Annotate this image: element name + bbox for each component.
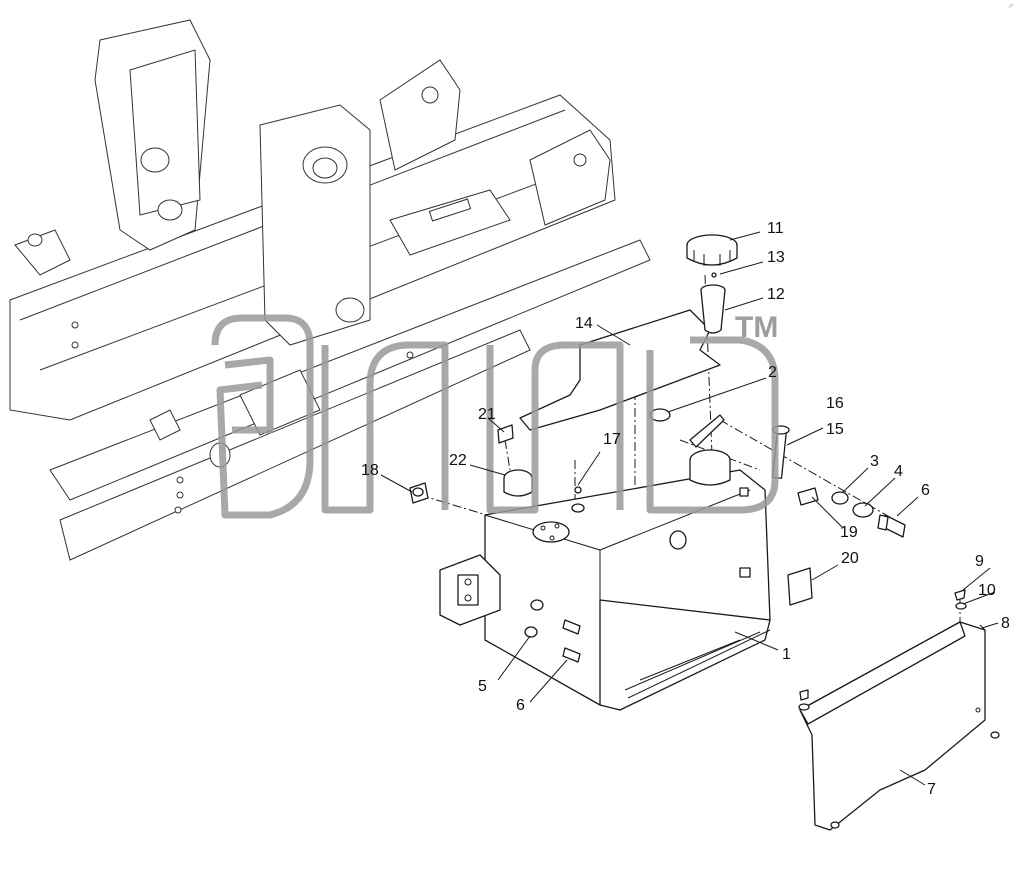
part-4-washer — [852, 502, 874, 518]
part-17-washer — [571, 503, 585, 513]
machine-frame — [9, 19, 651, 561]
callout-12: 12 — [767, 286, 785, 303]
callout-6-upper: 6 — [921, 482, 930, 499]
corner-mark: -/^ — [1008, 4, 1014, 10]
callout-10: 10 — [978, 582, 996, 599]
part-20-label — [787, 567, 813, 606]
part-5-washer-lower — [524, 626, 538, 638]
watermark: TM — [211, 311, 779, 519]
part-19-label — [797, 487, 819, 506]
callout-5: 5 — [478, 678, 487, 695]
callout-4: 4 — [894, 463, 903, 480]
part-12-filler-neck — [700, 284, 726, 334]
callout-22: 22 — [449, 452, 467, 469]
callout-17: 17 — [603, 431, 621, 448]
part-9-10-hardware — [798, 589, 1000, 829]
part-17-fitting — [574, 486, 582, 494]
part-3-washer — [831, 491, 849, 505]
part-1-fuel-tank — [439, 449, 771, 711]
part-7-guard-plate — [799, 621, 986, 831]
callout-6-lower: 6 — [516, 697, 525, 714]
callout-2: 2 — [768, 364, 777, 381]
callouts: 11 13 12 14 2 16 15 21 17 22 18 3 4 6 19… — [361, 220, 1010, 798]
watermark-tm: TM — [735, 311, 778, 344]
callout-18: 18 — [361, 462, 379, 479]
callout-14: 14 — [575, 315, 593, 332]
part-6-bolt-lower — [562, 619, 581, 663]
part-21-label — [497, 424, 514, 444]
callout-21: 21 — [478, 406, 496, 423]
part-5-washer — [530, 599, 544, 611]
part-22-cap — [503, 469, 533, 497]
callout-13: 13 — [767, 249, 785, 266]
part-2-tube — [689, 414, 725, 448]
part-18-grommet — [409, 482, 429, 504]
part-11-filler-cap — [686, 234, 738, 266]
callout-19: 19 — [840, 524, 858, 541]
callout-1: 1 — [782, 646, 791, 663]
leader-lines — [380, 231, 999, 786]
callout-20: 20 — [841, 550, 859, 567]
part-13-clip — [711, 272, 717, 278]
callout-15: 15 — [826, 421, 844, 438]
part-6-bolt-upper — [877, 514, 906, 538]
callout-16: 16 — [826, 395, 844, 412]
callout-3: 3 — [870, 453, 879, 470]
callout-7: 7 — [927, 781, 936, 798]
callout-9: 9 — [975, 553, 984, 570]
callout-8: 8 — [1001, 615, 1010, 632]
callout-11: 11 — [767, 220, 784, 237]
